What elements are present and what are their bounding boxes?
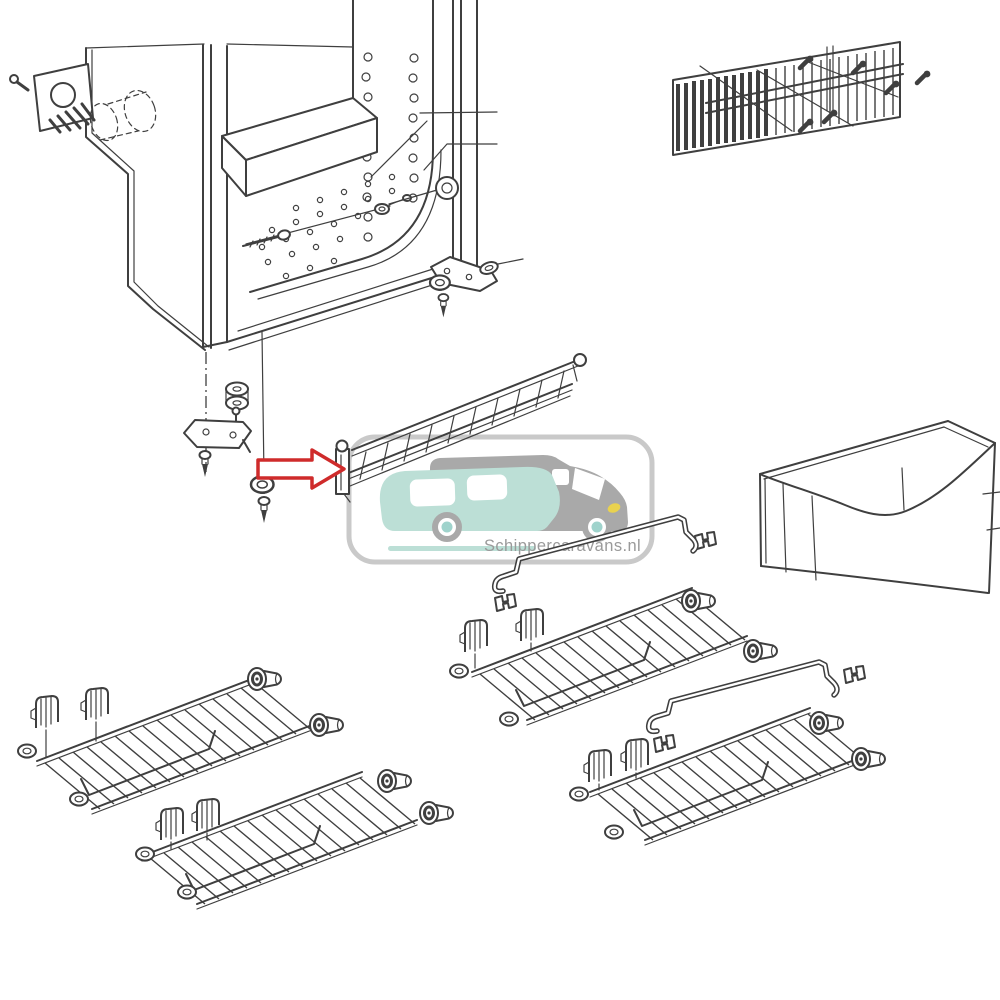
watermark-frame bbox=[346, 434, 655, 565]
bottom-hinge-bracket bbox=[428, 256, 524, 319]
ventilation-grille bbox=[672, 41, 930, 156]
shelf-clip-leader-lines bbox=[45, 642, 637, 850]
cabinet-leader-lines bbox=[370, 111, 498, 205]
headlight bbox=[607, 503, 621, 513]
wheels bbox=[432, 512, 612, 542]
fridge-cabinet bbox=[9, 0, 524, 524]
grille-leader-lines bbox=[699, 61, 899, 132]
cabinet-floor-holes bbox=[258, 173, 396, 280]
cabinet-right-frame bbox=[249, 0, 478, 300]
highlight-arrow-icon bbox=[256, 448, 346, 490]
cabinet-left-panel bbox=[85, 43, 210, 351]
floor-screws bbox=[242, 194, 412, 248]
rail-rungs bbox=[359, 370, 565, 480]
drawer-callout-lines bbox=[982, 491, 1000, 531]
shelf-shoulder-screws bbox=[246, 588, 887, 826]
cabinet-front-frame bbox=[202, 43, 474, 351]
crisper-drawer bbox=[759, 420, 1000, 594]
grille-slats-solid bbox=[676, 69, 768, 151]
door-shelf-rail bbox=[335, 353, 587, 503]
vent-tube bbox=[89, 89, 157, 142]
heater-rod-1 bbox=[491, 514, 699, 595]
wall-grommet-ring bbox=[435, 176, 459, 200]
cabinet-hump bbox=[221, 97, 378, 197]
heater-rod-2 bbox=[645, 659, 840, 735]
watermark: Schippercaravans.nl bbox=[346, 434, 655, 565]
wire-shelf-3 bbox=[471, 587, 748, 726]
side-vent-bracket bbox=[9, 63, 96, 134]
mounting-foot-assembly bbox=[183, 331, 275, 524]
caravan-icon bbox=[379, 466, 560, 551]
